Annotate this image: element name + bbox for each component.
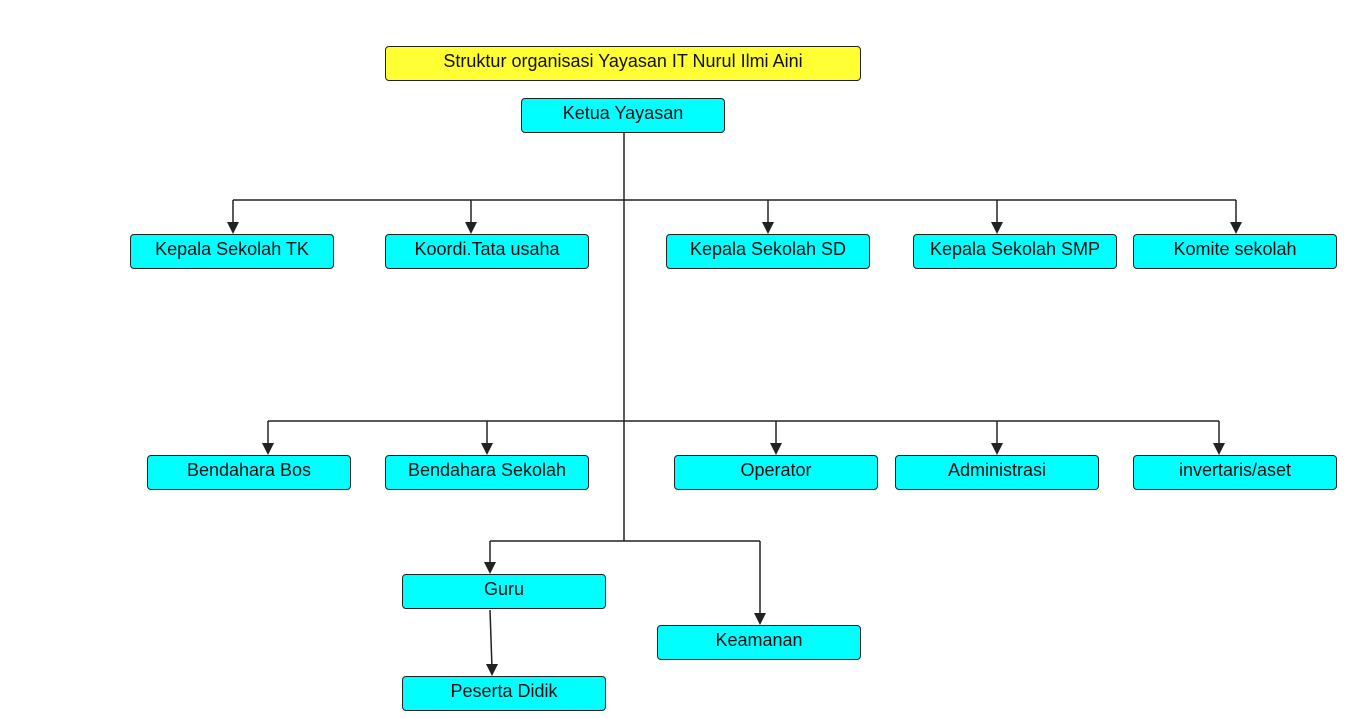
- arrowhead-icon: [1213, 443, 1225, 455]
- diagram-title: Struktur organisasi Yayasan IT Nurul Ilm…: [385, 46, 861, 81]
- arrowhead-icon: [262, 443, 274, 455]
- arrowhead-icon: [481, 443, 493, 455]
- arrowhead-icon: [762, 222, 774, 234]
- node-peserta-didik[interactable]: Peserta Didik: [402, 676, 606, 711]
- node-koordi-tata-usaha[interactable]: Koordi.Tata usaha: [385, 234, 589, 269]
- node-kepala-sekolah-sd[interactable]: Kepala Sekolah SD: [666, 234, 870, 269]
- node-ketua-yayasan[interactable]: Ketua Yayasan: [521, 98, 725, 133]
- node-administrasi[interactable]: Administrasi: [895, 455, 1099, 490]
- node-bendahara-sekolah[interactable]: Bendahara Sekolah: [385, 455, 589, 490]
- arrowhead-icon: [465, 222, 477, 234]
- node-kepala-sekolah-tk[interactable]: Kepala Sekolah TK: [130, 234, 334, 269]
- node-invertaris-aset[interactable]: invertaris/aset: [1133, 455, 1337, 490]
- arrowhead-icon: [754, 613, 766, 625]
- arrowhead-icon: [227, 222, 239, 234]
- node-bendahara-bos[interactable]: Bendahara Bos: [147, 455, 351, 490]
- node-operator[interactable]: Operator: [674, 455, 878, 490]
- arrowhead-icon: [1230, 222, 1242, 234]
- arrowhead-icon: [991, 222, 1003, 234]
- node-kepala-sekolah-smp[interactable]: Kepala Sekolah SMP: [913, 234, 1117, 269]
- arrowhead-icon: [486, 664, 498, 676]
- node-komite-sekolah[interactable]: Komite sekolah: [1133, 234, 1337, 269]
- arrowhead-icon: [770, 443, 782, 455]
- arrowhead-icon: [991, 443, 1003, 455]
- node-guru[interactable]: Guru: [402, 574, 606, 609]
- node-keamanan[interactable]: Keamanan: [657, 625, 861, 660]
- arrowhead-icon: [484, 562, 496, 574]
